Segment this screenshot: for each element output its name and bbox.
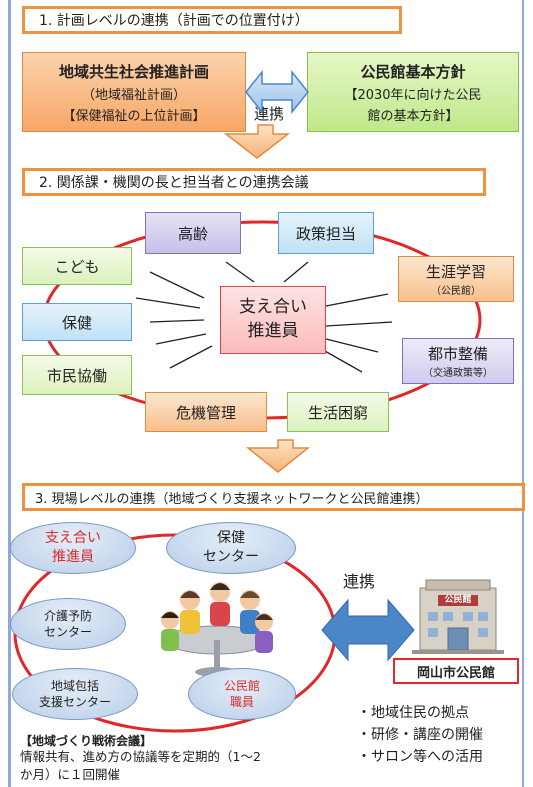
feature-list: ・地域住民の拠点 ・研修・講座の開催 ・サロン等への活用 (357, 702, 483, 768)
node-shougai-sub: （公民館） (431, 286, 481, 297)
policy-line3: 館の基本方針】 (367, 108, 459, 124)
ellipse-sasaeai-line2: 推進員 (52, 549, 94, 565)
node-toshi-label: 都市整備 (427, 345, 488, 363)
double-arrow-3 (321, 598, 415, 662)
building-sign: 公民館 (444, 595, 472, 605)
meeting-desc-line1: 情報共有、進め方の協議等を定期的（1～2 (20, 749, 261, 764)
spokes (135, 261, 393, 373)
node-seisaku: 政策担当 (278, 212, 374, 254)
ellipse-houkatsu: 地域包括 支援センター (12, 668, 138, 720)
node-kourei: 高齢 (145, 212, 241, 254)
plan-box-kyousei: 地域共生社会推進計画 （地域福祉計画） 【保健福祉の上位計画】 (22, 52, 246, 132)
double-arrow-1 (245, 69, 309, 115)
ellipse-koumin-line2: 職員 (229, 695, 254, 709)
section1-header: 1. 計画レベルの連携（計画での位置付け） (22, 6, 402, 34)
policy-box-kouminkan: 公民館基本方針 【2030年に向けた公民 館の基本方針】 (307, 52, 519, 132)
center-line1: 支え合い (239, 297, 307, 318)
plan-subtitle: （地域福祉計画） (81, 87, 186, 103)
node-kiki: 危機管理 (145, 392, 267, 432)
meeting-desc-line2: か月）に１回開催 (20, 767, 121, 782)
ellipse-hoken-center: 保健 センター (166, 522, 296, 574)
center-sasaeai: 支え合い 推進員 (220, 286, 326, 354)
ellipse-houkatsu-line2: 支援センター (38, 695, 111, 709)
ellipse-houkatsu-line1: 地域包括 (50, 678, 99, 693)
meeting-title: 【地域づくり戦術会議】 (20, 734, 153, 748)
ellipse-kaigo-line1: 介護予防 (43, 608, 92, 623)
ellipse-koumin-line1: 公民館 (223, 678, 260, 693)
down-arrow-2 (245, 439, 311, 473)
left-rule (8, 0, 11, 787)
section3-header: 3. 現場レベルの連携（地域づくり支援ネットワークと公民館連携） (22, 483, 525, 511)
node-shougai: 生涯学習 （公民館） (398, 256, 514, 302)
link-label-3: 連携 (343, 572, 376, 591)
node-kodomo: こども (22, 247, 132, 285)
node-hoken: 保健 (22, 303, 132, 341)
kouminkan-building-icon (412, 579, 504, 654)
ellipse-koumin-staff: 公民館 職員 (188, 668, 296, 720)
node-toshi: 都市整備 （交通政策等） (402, 338, 514, 384)
ellipse-kaigo: 介護予防 センター (10, 598, 126, 650)
node-shimin: 市民協働 (22, 355, 132, 395)
ellipse-hoken-line1: 保健 (217, 530, 245, 547)
ellipse-sasaeai: 支え合い 推進員 (10, 522, 136, 574)
meeting-illustration (161, 582, 273, 677)
feature-item: ・研修・講座の開催 (357, 727, 483, 743)
down-arrow-1 (223, 124, 291, 159)
policy-line2: 【2030年に向けた公民 (344, 87, 482, 103)
center-line2: 推進員 (247, 321, 299, 341)
node-shougai-label: 生涯学習 (425, 263, 486, 281)
plan-title: 地域共生社会推進計画 (58, 62, 209, 81)
building-label: 岡山市公民館 (393, 658, 519, 684)
ellipse-kaigo-line2: センター (43, 625, 92, 639)
ellipse-hoken-line2: センター (203, 549, 259, 565)
policy-title: 公民館基本方針 (360, 62, 466, 81)
node-seikatsu: 生活困窮 (287, 392, 389, 432)
ellipse-sasaeai-line1: 支え合い (45, 530, 101, 547)
meeting-description: 情報共有、進め方の協議等を定期的（1～2 か月）に１回開催 (20, 748, 360, 784)
right-rule (522, 0, 524, 787)
node-toshi-sub: （交通政策等） (423, 368, 493, 379)
feature-item: ・サロン等への活用 (357, 749, 483, 765)
plan-note: 【保健福祉の上位計画】 (62, 108, 206, 124)
section2-header: 2. 関係課・機関の長と担当者との連携会議 (22, 168, 486, 196)
feature-item: ・地域住民の拠点 (357, 705, 469, 721)
